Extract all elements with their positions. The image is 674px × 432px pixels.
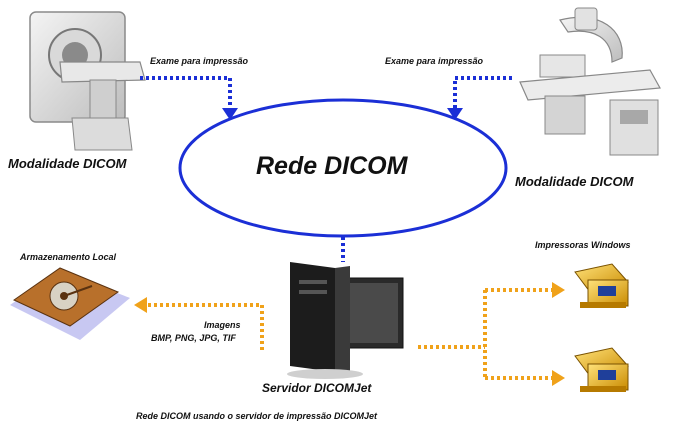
formats-list: BMP, PNG, JPG, TIF xyxy=(151,333,236,343)
server-label: Servidor DICOMJet xyxy=(262,381,372,395)
formats-title: Imagens xyxy=(204,320,241,330)
printer-icon xyxy=(574,263,629,308)
right-link-label: Exame para impressão xyxy=(385,56,484,66)
storage-link-arrowhead xyxy=(134,297,147,313)
printers-link xyxy=(418,288,553,380)
left-modality-label: Modalidade DICOM xyxy=(8,156,127,171)
right-link-arrowhead xyxy=(447,108,463,120)
storage-label: Armazenamento Local xyxy=(20,252,117,262)
server-computer-icon xyxy=(287,262,404,379)
network-ellipse xyxy=(178,98,508,238)
ct-scanner-icon xyxy=(29,11,146,151)
right-modality-link xyxy=(453,76,512,110)
left-link-arrowhead xyxy=(222,108,238,120)
diagram-caption: Rede DICOM usando o servidor de impressã… xyxy=(136,411,378,421)
local-storage-icon xyxy=(10,267,130,340)
left-modality-link xyxy=(140,76,232,110)
network-title: Rede DICOM xyxy=(256,152,408,180)
left-link-label: Exame para impressão xyxy=(150,56,249,66)
printer-bottom-arrowhead xyxy=(552,370,565,386)
printers-label: Impressoras Windows xyxy=(535,240,631,250)
right-modality-label: Modalidade DICOM xyxy=(515,174,634,189)
c-arm-scanner-icon xyxy=(519,7,661,156)
printer-icon xyxy=(574,347,629,392)
storage-link xyxy=(145,303,264,350)
printer-top-arrowhead xyxy=(552,282,565,298)
